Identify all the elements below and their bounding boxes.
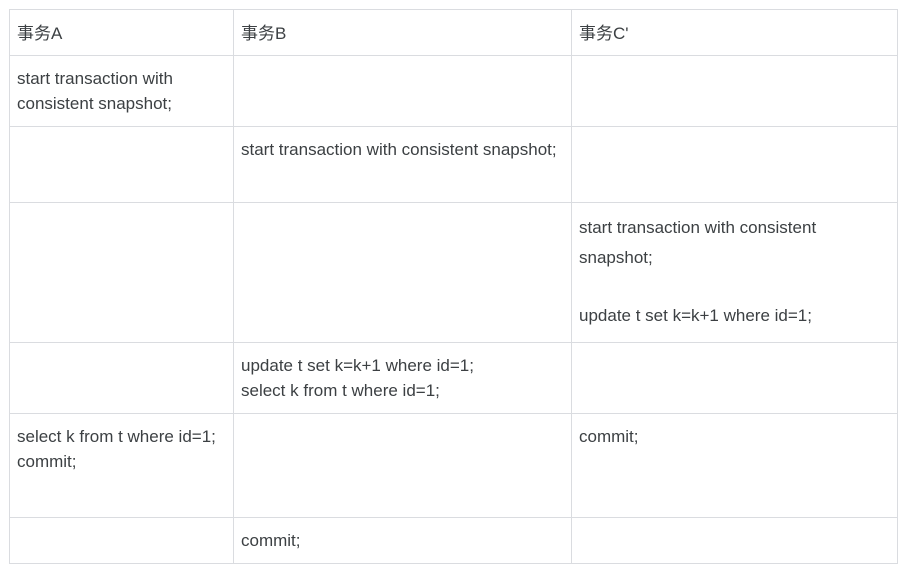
empty-cell — [241, 424, 563, 449]
column-header-transaction-b: 事务B — [233, 9, 572, 56]
empty-cell — [579, 528, 889, 553]
table-row: update t set k=k+1 where id=1; select k f… — [9, 342, 898, 414]
statement-line: update t set k=k+1 where id=1; — [579, 306, 812, 325]
cell-content — [579, 353, 889, 378]
table-body: start transaction with consistent snapsh… — [9, 55, 898, 564]
table-row: commit; — [9, 517, 898, 564]
statement-line: start transaction with consistent snapsh… — [579, 218, 817, 267]
statement-line: select k from t where id=1; — [17, 427, 216, 446]
statement-line: update t set k=k+1 where id=1; — [241, 356, 474, 375]
empty-cell — [17, 213, 225, 238]
cell-transaction-c — [571, 55, 898, 127]
empty-cell — [579, 66, 889, 91]
cell-content — [579, 137, 889, 162]
statement-line: start transaction with consistent snapsh… — [241, 140, 557, 159]
statement-line: select k from t where id=1; — [241, 381, 440, 400]
cell-content: start transaction with consistent snapsh… — [17, 66, 225, 116]
cell-transaction-b — [233, 202, 572, 343]
cell-content — [17, 137, 225, 162]
column-header-transaction-a: 事务A — [9, 9, 234, 56]
cell-transaction-c — [571, 126, 898, 203]
cell-transaction-b: commit; — [233, 517, 572, 564]
cell-transaction-b: start transaction with consistent snapsh… — [233, 126, 572, 203]
cell-content: commit; — [579, 424, 889, 449]
table-row: start transaction with consistent snapsh… — [9, 55, 898, 127]
cell-content — [241, 66, 563, 91]
cell-content — [241, 213, 563, 238]
cell-transaction-a — [9, 517, 234, 564]
cell-transaction-b: update t set k=k+1 where id=1; select k f… — [233, 342, 572, 414]
empty-cell — [241, 213, 563, 238]
cell-transaction-b — [233, 413, 572, 518]
empty-cell — [17, 137, 225, 162]
cell-transaction-c — [571, 342, 898, 414]
empty-cell — [17, 353, 225, 378]
table-row: start transaction with consistent snapsh… — [9, 202, 898, 343]
cell-transaction-c: start transaction with consistent snapsh… — [571, 202, 898, 343]
empty-cell — [579, 353, 889, 378]
empty-cell — [17, 528, 225, 553]
cell-content — [579, 528, 889, 553]
table-header-row: 事务A 事务B 事务C' — [9, 9, 898, 56]
cell-content — [17, 528, 225, 553]
cell-content: select k from t where id=1; commit; — [17, 424, 225, 474]
cell-content — [579, 66, 889, 91]
cell-content — [17, 213, 225, 238]
cell-transaction-c: commit; — [571, 413, 898, 518]
cell-content — [241, 424, 563, 449]
column-header-transaction-c: 事务C' — [571, 9, 898, 56]
cell-transaction-a — [9, 202, 234, 343]
blank-line — [579, 273, 889, 301]
cell-transaction-a: start transaction with consistent snapsh… — [9, 55, 234, 127]
statement-line: commit; — [241, 531, 301, 550]
table-row: start transaction with consistent snapsh… — [9, 126, 898, 203]
cell-transaction-b — [233, 55, 572, 127]
empty-cell — [579, 137, 889, 162]
cell-transaction-a — [9, 342, 234, 414]
cell-transaction-a: select k from t where id=1; commit; — [9, 413, 234, 518]
transaction-sequence-table: 事务A 事务B 事务C' start transaction with cons… — [9, 9, 898, 564]
statement-line: commit; — [579, 427, 639, 446]
cell-transaction-c — [571, 517, 898, 564]
statement-line: commit; — [17, 452, 77, 471]
cell-content: start transaction with consistent snapsh… — [241, 137, 563, 162]
cell-content: start transaction with consistent snapsh… — [579, 213, 889, 331]
cell-content: commit; — [241, 528, 563, 553]
table-header: 事务A 事务B 事务C' — [9, 9, 898, 56]
statement-line: start transaction with consistent snapsh… — [17, 69, 173, 113]
cell-transaction-a — [9, 126, 234, 203]
cell-content — [17, 353, 225, 378]
empty-cell — [241, 66, 563, 91]
cell-content: update t set k=k+1 where id=1; select k f… — [241, 353, 563, 403]
table-row: select k from t where id=1; commit; commit… — [9, 413, 898, 518]
